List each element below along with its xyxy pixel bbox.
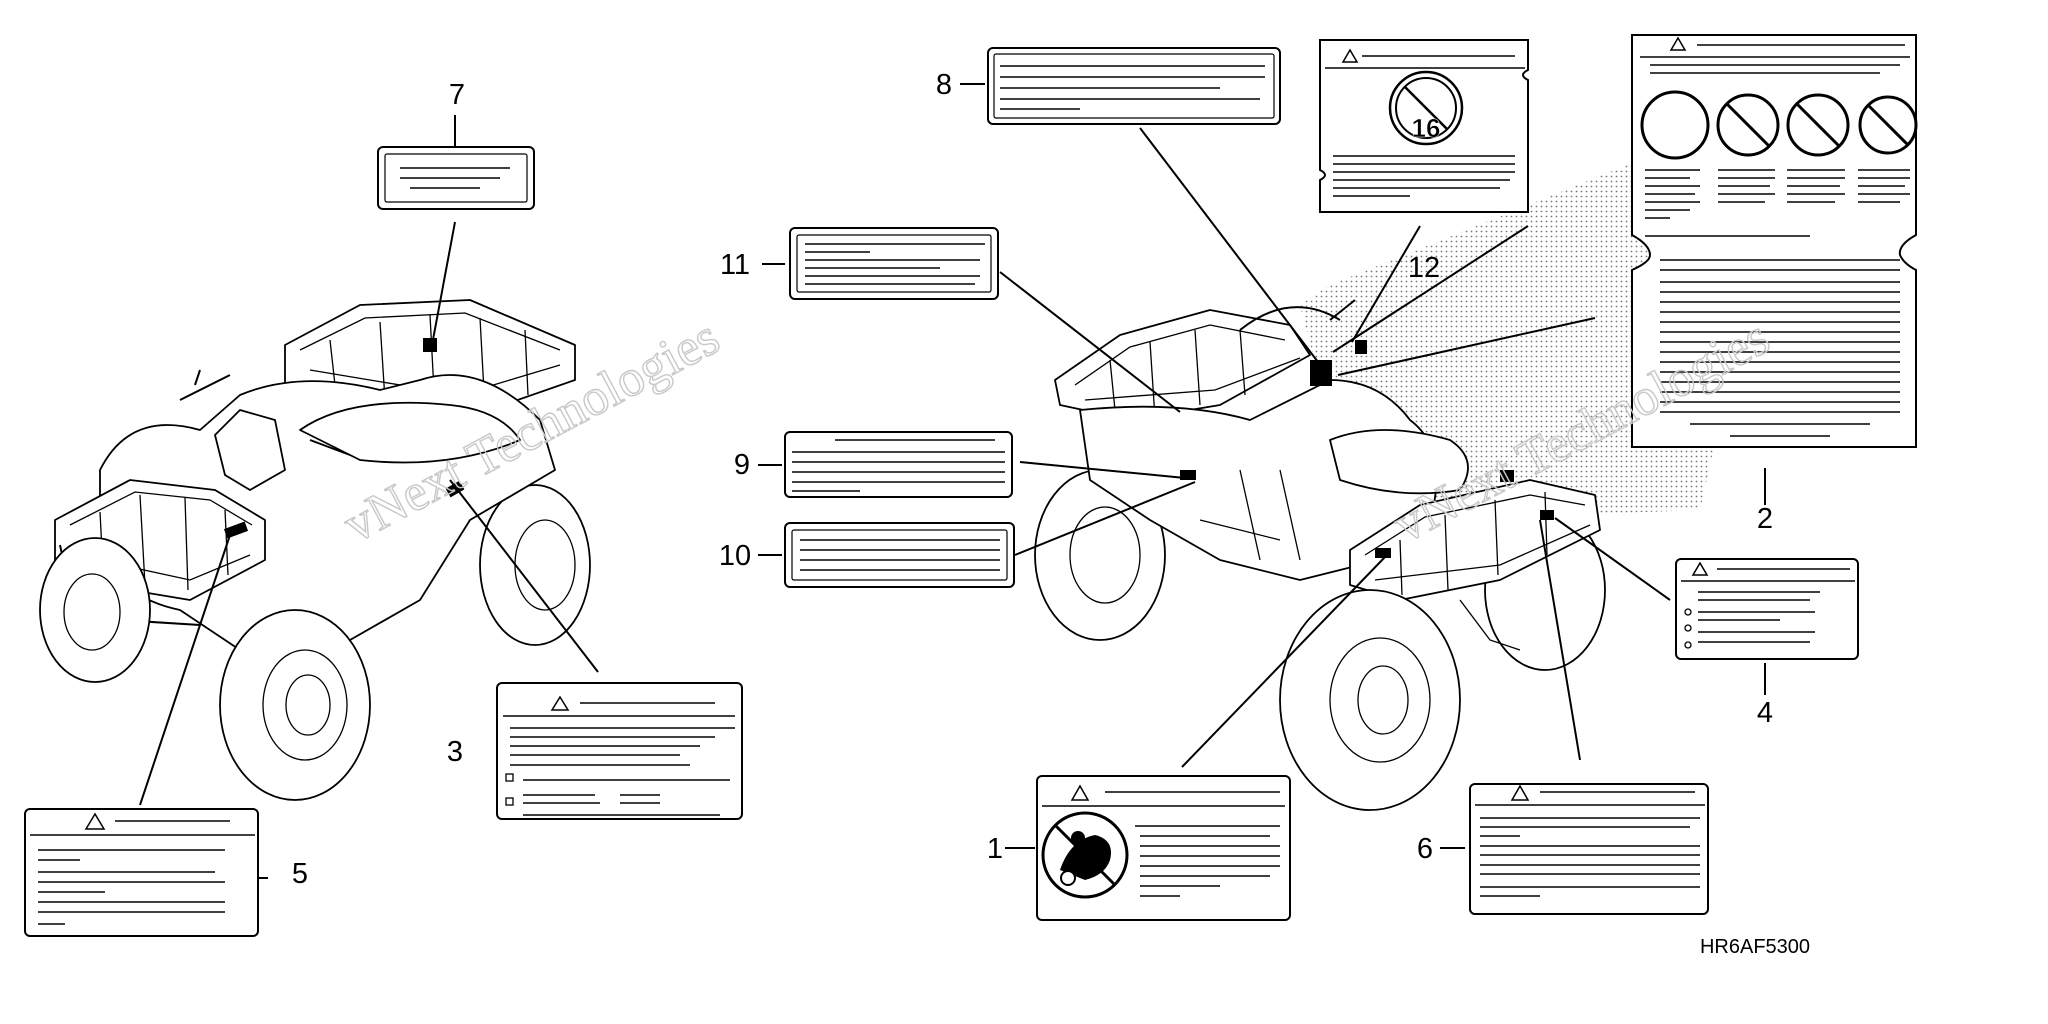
callout-12: 12 — [1408, 252, 1440, 284]
callout-5: 5 — [292, 858, 308, 890]
callout-6: 6 — [1417, 833, 1433, 865]
label-10[interactable] — [784, 522, 1015, 588]
diagram-code: HR6AF5300 — [1700, 936, 1810, 958]
warning-triangle-icon — [1070, 784, 1090, 801]
warning-triangle-icon — [1341, 48, 1359, 63]
warning-triangle-icon — [1691, 561, 1709, 576]
callout-4: 4 — [1757, 697, 1773, 729]
callout-2: 2 — [1757, 503, 1773, 535]
callout-1: 1 — [987, 833, 1003, 865]
label-12[interactable]: 16 — [1319, 39, 1529, 213]
label-8[interactable] — [987, 47, 1281, 125]
label-4[interactable] — [1675, 558, 1859, 660]
label-9[interactable] — [784, 431, 1013, 498]
label-7[interactable] — [377, 146, 535, 210]
warning-triangle-icon — [550, 695, 570, 711]
warning-triangle-icon — [84, 812, 106, 830]
callout-3: 3 — [447, 736, 463, 768]
callout-8: 8 — [936, 69, 952, 101]
callout-10: 10 — [719, 540, 751, 572]
label-2[interactable] — [1631, 34, 1918, 448]
label-1[interactable] — [1036, 775, 1291, 921]
leader-lines — [139, 83, 1766, 879]
atv-rear-view — [1034, 299, 1606, 811]
callout-7: 7 — [449, 79, 465, 111]
callout-11: 11 — [720, 249, 750, 281]
age-restriction-16-icon: 16 — [1388, 70, 1464, 146]
warning-triangle-icon — [1669, 36, 1687, 51]
label-11[interactable] — [789, 227, 999, 300]
label-3[interactable] — [496, 682, 743, 820]
no-passenger-icon — [1041, 811, 1129, 899]
label-6[interactable] — [1469, 783, 1709, 915]
prohibition-circle-icon — [1640, 90, 1918, 160]
svg-text:16: 16 — [1412, 113, 1441, 143]
warning-triangle-icon — [1510, 784, 1530, 801]
label-5[interactable] — [24, 808, 259, 937]
callout-9: 9 — [734, 449, 750, 481]
